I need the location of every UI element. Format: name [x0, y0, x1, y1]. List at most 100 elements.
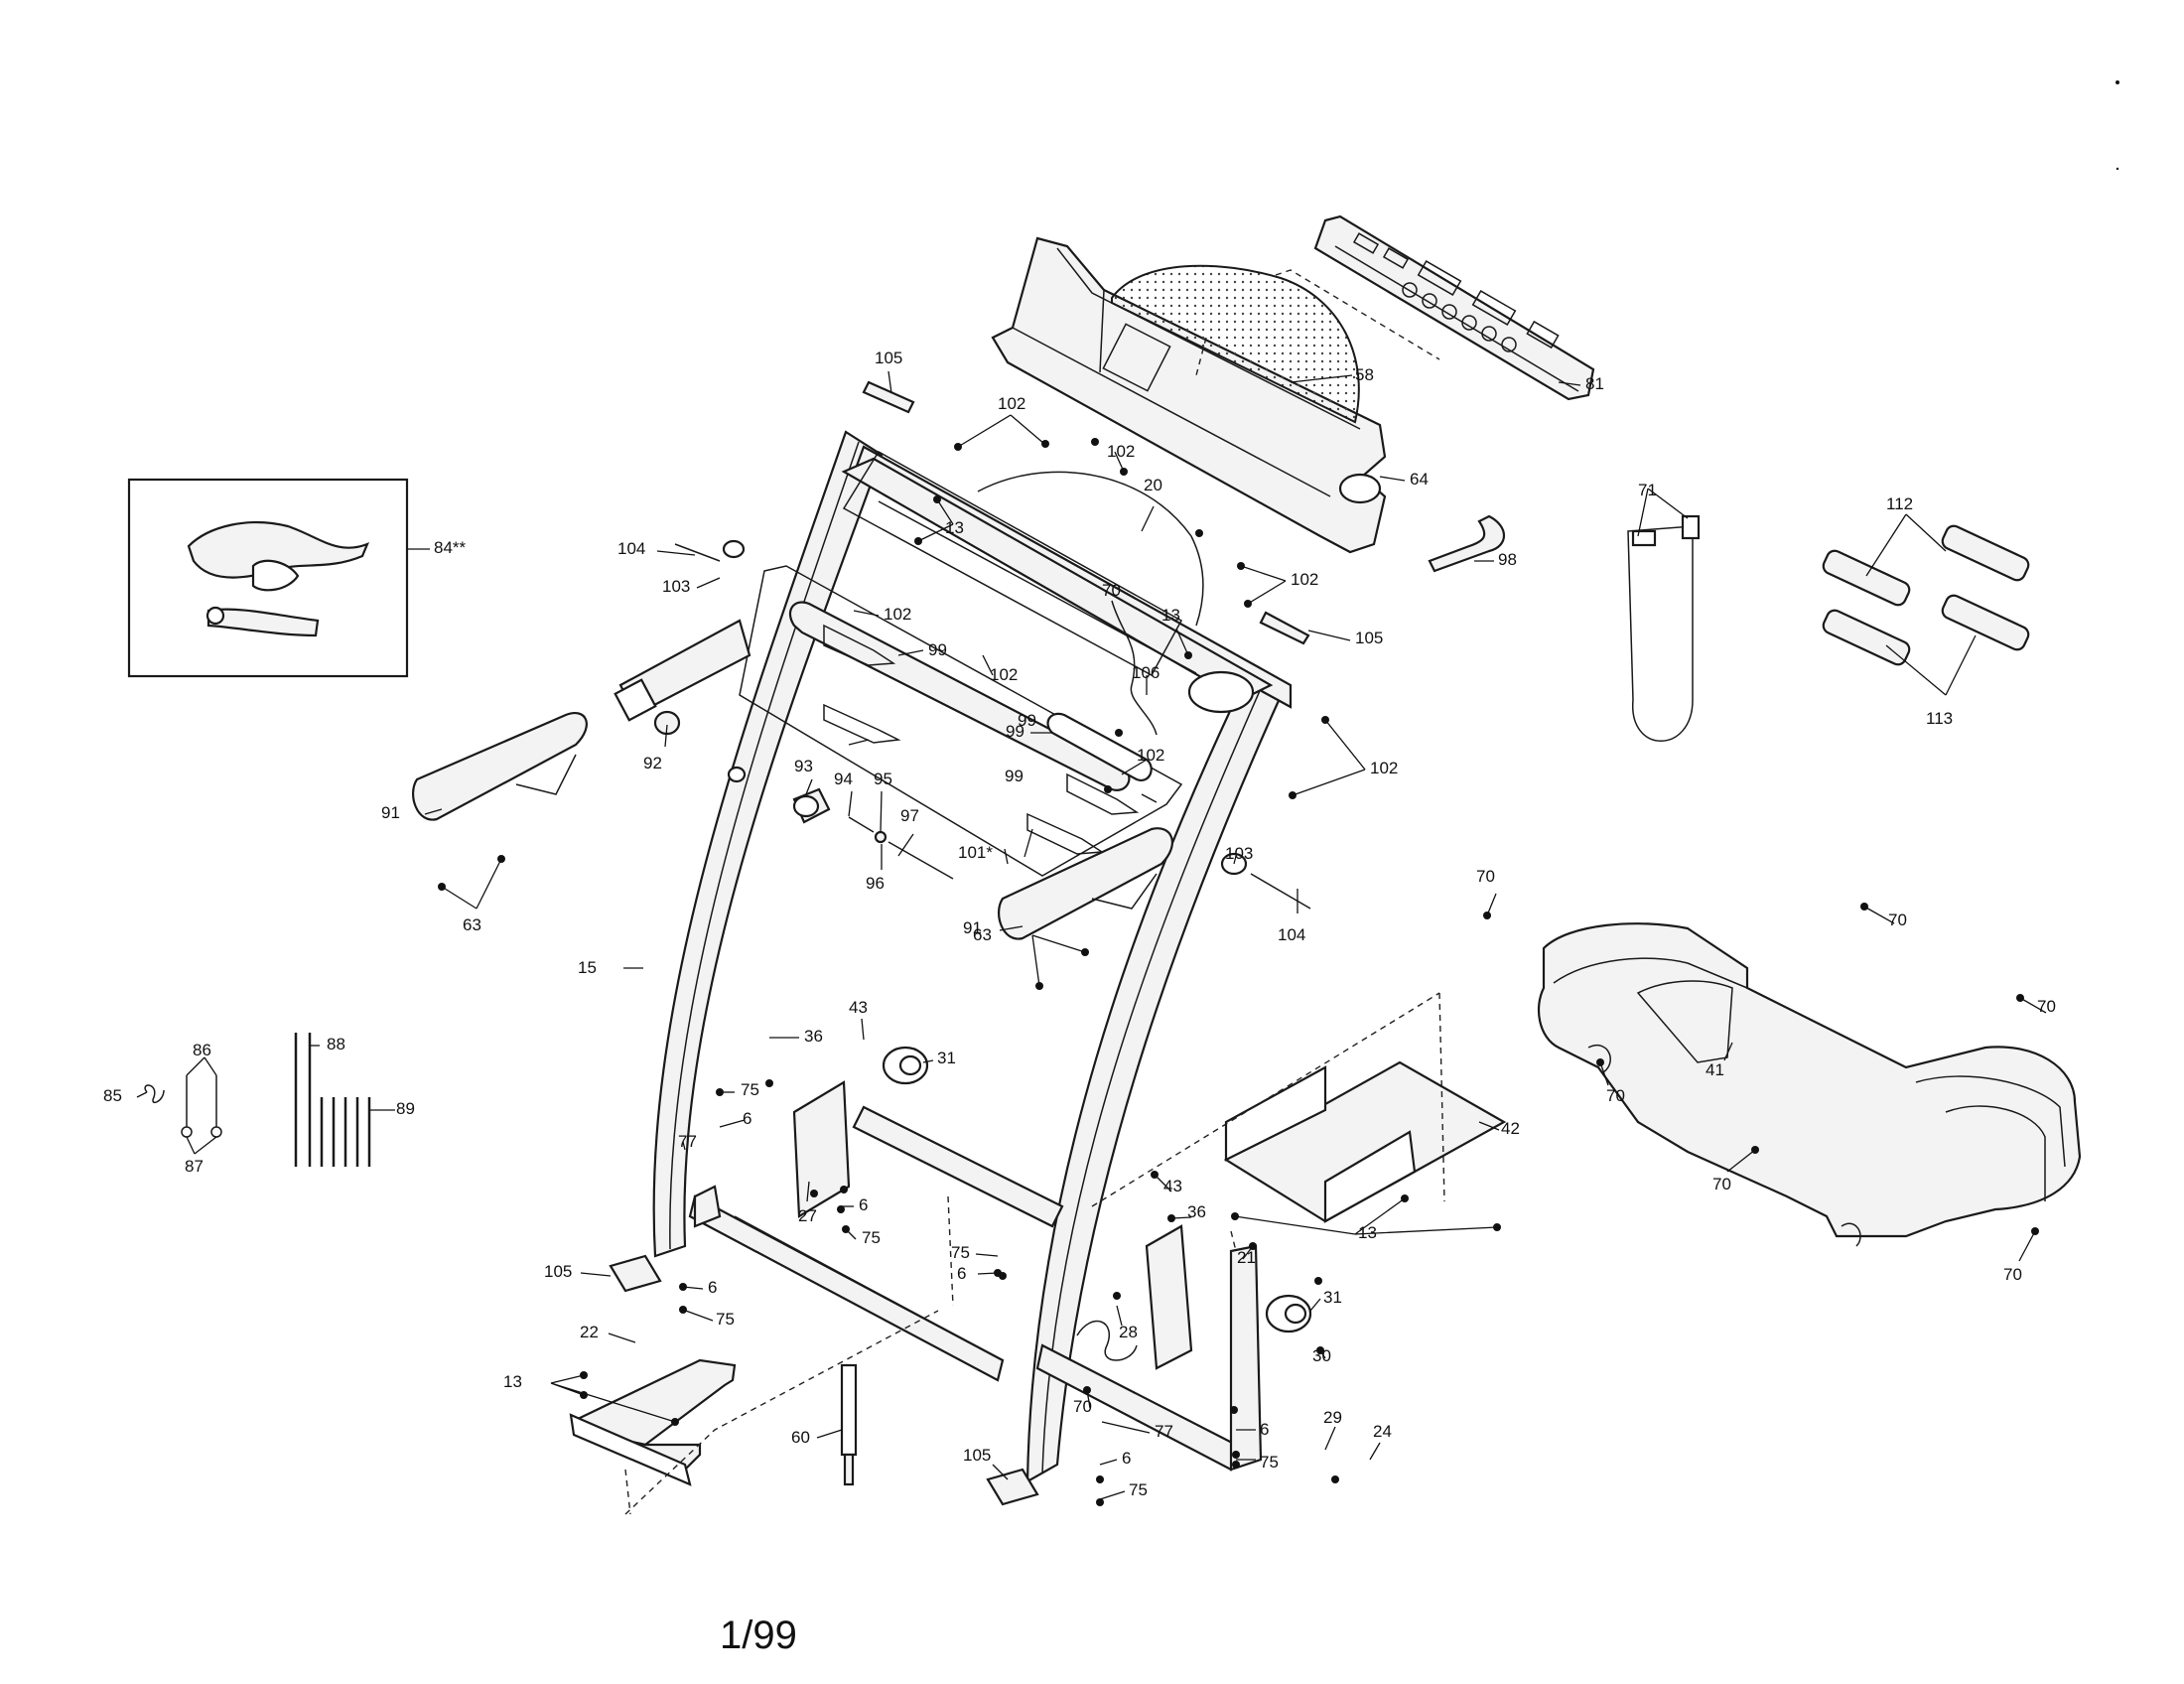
part-label-105: 105 — [963, 1446, 991, 1465]
part-label-15: 15 — [578, 958, 597, 977]
part-label-63: 63 — [973, 925, 992, 944]
part-label-36: 36 — [804, 1027, 823, 1046]
right-handrail — [998, 827, 1173, 940]
diagram-drawing — [127, 80, 2119, 1515]
part-label-96: 96 — [866, 874, 885, 893]
part-label-70: 70 — [1888, 911, 1907, 929]
part-label-102: 102 — [1137, 746, 1164, 765]
handrail-cross-plate — [739, 565, 1183, 877]
part-label-88: 88 — [327, 1035, 345, 1053]
part-label-89: 89 — [396, 1099, 415, 1118]
part-label-95: 95 — [874, 770, 892, 788]
part-label-31: 31 — [1323, 1288, 1342, 1307]
part-label-28: 28 — [1119, 1323, 1138, 1341]
part-label-6: 6 — [859, 1195, 868, 1214]
part-label-103: 103 — [662, 577, 690, 596]
foot-pads — [609, 380, 1310, 1506]
part-label-102: 102 — [884, 605, 911, 624]
part-label-87: 87 — [185, 1157, 204, 1176]
page-number: 1/99 — [720, 1614, 797, 1657]
part-label-6: 6 — [957, 1264, 966, 1283]
console-overlay — [1313, 214, 1595, 401]
part-label-102: 102 — [990, 665, 1018, 684]
part-label-97: 97 — [900, 806, 919, 825]
bottom-base-plate — [569, 1195, 954, 1515]
part-label-106: 106 — [1132, 663, 1160, 682]
part-label-13: 13 — [1161, 606, 1180, 625]
part-label-103: 103 — [1225, 844, 1253, 863]
part-label-98: 98 — [1498, 550, 1517, 569]
part-label-31: 31 — [937, 1049, 956, 1067]
part-label-105: 105 — [544, 1262, 572, 1281]
part-label-43: 43 — [849, 998, 868, 1017]
part-label-102: 102 — [1370, 759, 1398, 777]
cables-and-weights — [1428, 514, 2030, 742]
leader-lines — [136, 370, 2047, 1500]
base-frame — [688, 600, 1312, 1472]
part-label-75: 75 — [741, 1080, 759, 1099]
part-label-92: 92 — [643, 754, 662, 772]
part-label-60: 60 — [791, 1428, 810, 1447]
part-label-84starstar: 84** — [434, 538, 467, 557]
part-label-75: 75 — [716, 1310, 735, 1329]
part-label-22: 22 — [580, 1323, 599, 1341]
part-label-102: 102 — [1107, 442, 1135, 461]
part-label-42: 42 — [1501, 1119, 1520, 1138]
part-label-20: 20 — [1144, 476, 1162, 494]
part-label-58: 58 — [1355, 365, 1374, 384]
part-label-75: 75 — [1260, 1453, 1279, 1472]
part-label-13: 13 — [503, 1372, 522, 1391]
part-label-24: 24 — [1373, 1422, 1392, 1441]
part-label-104: 104 — [1278, 925, 1305, 944]
part-label-99: 99 — [1005, 767, 1024, 785]
part-label-30: 30 — [1312, 1346, 1331, 1365]
part-label-27: 27 — [798, 1206, 817, 1225]
part-label-70: 70 — [1606, 1086, 1625, 1105]
part-label-70: 70 — [1073, 1397, 1092, 1416]
part-label-81: 81 — [1585, 374, 1604, 393]
part-label-101star: 101* — [958, 843, 993, 862]
accessories — [144, 1033, 371, 1167]
part-label-70: 70 — [1102, 581, 1121, 600]
part-label-70: 70 — [1712, 1175, 1731, 1193]
part-label-99: 99 — [1006, 722, 1024, 741]
part-label-93: 93 — [794, 757, 813, 775]
part-label-77: 77 — [1155, 1422, 1173, 1441]
part-label-75: 75 — [1129, 1480, 1148, 1499]
part-label-13: 13 — [1358, 1223, 1377, 1242]
part-label-85: 85 — [103, 1086, 122, 1105]
part-label-99: 99 — [928, 640, 947, 659]
part-label-104: 104 — [617, 539, 645, 558]
part-label-6: 6 — [1122, 1449, 1131, 1468]
part-label-112: 112 — [1886, 494, 1913, 513]
chest-strap-box — [127, 478, 409, 678]
part-label-105: 105 — [1355, 629, 1383, 647]
part-label-6: 6 — [708, 1278, 717, 1297]
handrail-small-parts — [653, 539, 1311, 910]
part-label-102: 102 — [1291, 570, 1318, 589]
motor-hood — [1537, 922, 2082, 1247]
part-label-6: 6 — [743, 1109, 751, 1128]
part-label-71: 71 — [1638, 481, 1657, 499]
part-label-99: 99 — [1018, 711, 1036, 730]
part-label-21: 21 — [1237, 1248, 1256, 1267]
motor-cover-plate — [1091, 992, 1507, 1252]
part-label-94: 94 — [834, 770, 853, 788]
part-label-13: 13 — [945, 518, 964, 537]
part-label-43: 43 — [1163, 1177, 1182, 1195]
part-label-102: 102 — [998, 394, 1025, 413]
part-label-91: 91 — [381, 803, 400, 822]
upright-frame — [652, 430, 1293, 1483]
part-label-105: 105 — [875, 349, 902, 367]
part-label-6: 6 — [1260, 1420, 1269, 1439]
part-label-29: 29 — [1323, 1408, 1342, 1427]
part-label-91: 91 — [963, 918, 982, 937]
part-label-63: 63 — [463, 915, 481, 934]
console-speaker-grille — [1111, 264, 1440, 424]
part-label-41: 41 — [1706, 1060, 1724, 1079]
part-label-36: 36 — [1187, 1202, 1206, 1221]
part-label-75: 75 — [862, 1228, 881, 1247]
part-label-86: 86 — [193, 1041, 211, 1059]
